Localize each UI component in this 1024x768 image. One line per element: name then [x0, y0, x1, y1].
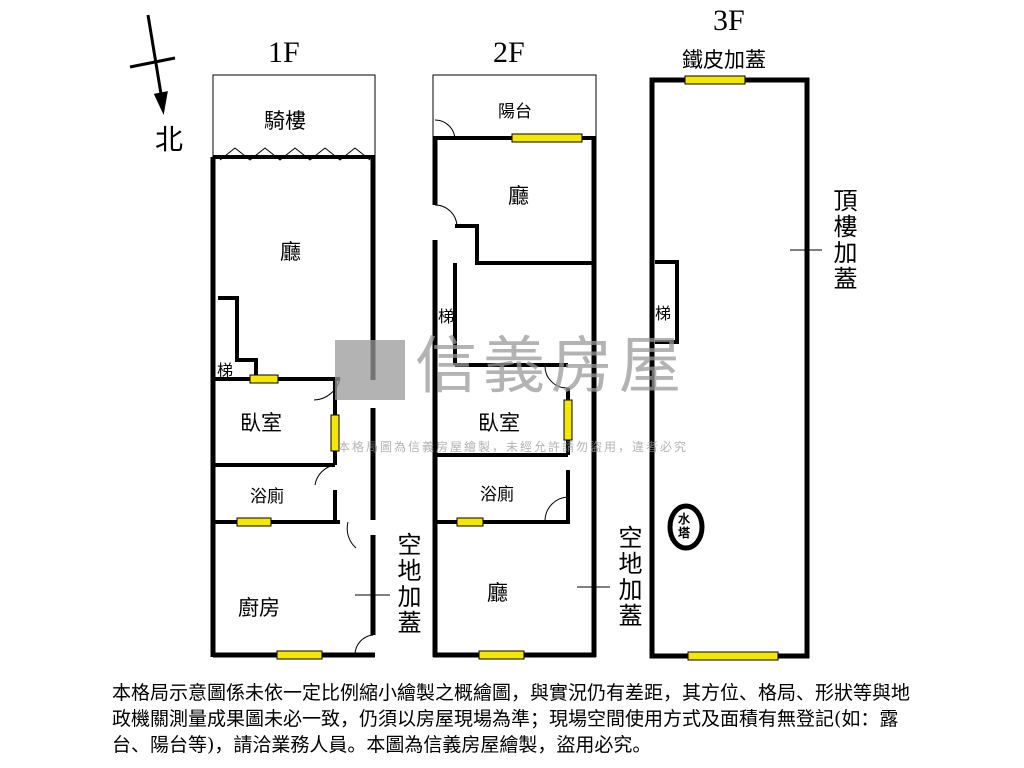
- water-tower-icon: [667, 503, 705, 551]
- room-kitchen-1f: 廚房: [238, 596, 280, 620]
- room-living-2f: 廳: [508, 184, 529, 208]
- floor-3f-title: 3F: [713, 4, 745, 37]
- floor-2f-walls: [432, 74, 610, 658]
- compass-north-label: 北: [155, 123, 184, 156]
- disclaimer-note: 本格局示意圖係未依一定比例縮小繪製之概繪圖，與實況仍有差距，其方位、格局、形狀等…: [112, 682, 911, 756]
- room-stairs-2f: 梯: [438, 307, 455, 326]
- water-tower-label: 水塔: [678, 512, 691, 540]
- watermark-brand: 信義房屋: [415, 329, 688, 402]
- annex-1f: 空地加蓋: [393, 532, 421, 636]
- room-bathroom-1f: 浴廁: [250, 487, 284, 507]
- room-iron-roof: 鐵皮加蓋: [682, 48, 766, 72]
- room-rooftop-annex: 頂樓加蓋: [829, 188, 857, 292]
- windows: [236, 75, 779, 661]
- room-bedroom-1f: 臥室: [240, 411, 282, 435]
- watermark-text: 本格局圖為信義房屋繪製，未經允許請勿盜用，違者必究: [338, 440, 689, 454]
- floor-1f-title: 1F: [268, 36, 300, 69]
- room-bedroom-2f: 臥室: [478, 411, 520, 435]
- room-stairs-1f: 梯: [217, 361, 234, 380]
- annex-2f: 空地加蓋: [614, 525, 642, 629]
- north-arrow-icon: [129, 14, 176, 115]
- floor-1f-walls: [210, 74, 390, 658]
- brand-logo-icon: [335, 340, 405, 400]
- room-balcony-2f: 陽台: [498, 102, 532, 122]
- room-arcade: 騎樓: [264, 109, 306, 133]
- room-living-1f: 廳: [280, 240, 301, 264]
- floor-2f-title: 2F: [493, 36, 525, 69]
- room-living-2f-rear: 廳: [487, 581, 508, 605]
- room-bathroom-2f: 浴廁: [480, 485, 514, 505]
- room-stairs-3f: 梯: [655, 304, 672, 323]
